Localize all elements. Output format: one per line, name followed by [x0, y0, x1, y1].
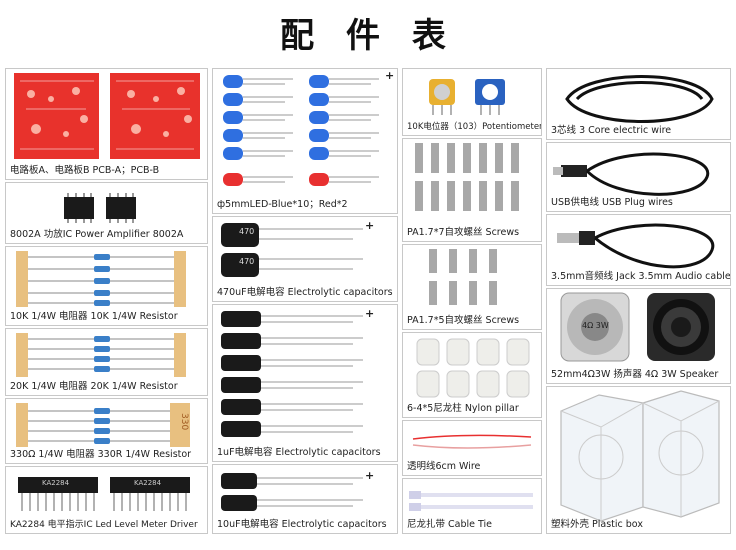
cap1-plus-sign: + — [365, 307, 375, 320]
resistor-20k-image — [16, 333, 186, 377]
led-caption: ф5mmLED-Blue*10；Red*2 — [217, 199, 348, 210]
cap-10uf-image — [221, 473, 363, 511]
screw5-caption: PA1.7*5自攻螺丝 Screws — [407, 315, 520, 326]
resistor-10k-image — [16, 251, 186, 307]
pcb-caption: 电路板A、电路板B PCB-A；PCB-B — [10, 165, 160, 176]
jack-caption: 3.5mm音频线 Jack 3.5mm Audio cable — [551, 271, 731, 282]
cell-cap1: + 1uF电解电容 Electrolytic capacitors — [212, 304, 398, 462]
cap1-caption: 1uF电解电容 Electrolytic capacitors — [217, 447, 381, 458]
led-image — [223, 75, 379, 186]
audio-jack-image — [557, 223, 715, 269]
cap-470uf-image — [221, 223, 363, 277]
cell-screw7: PA1.7*7自攻螺丝 Screws — [402, 138, 542, 242]
cell-r20k: 20K 1/4W 电阻器 20K 1/4W Resistor — [5, 328, 208, 396]
ka2284-caption: KA2284 电平指示IC Led Level Meter Driver — [10, 520, 198, 530]
cell-cap470: 470 470 + 470uF电解电容 Electrolytic capacit… — [212, 216, 398, 302]
wire-caption: 透明线6cm Wire — [407, 461, 481, 472]
cell-screw5: PA1.7*5自攻螺丝 Screws — [402, 244, 542, 330]
ka2284-ic-image — [18, 477, 190, 511]
cap470-caption: 470uF电解电容 Electrolytic capacitors — [217, 287, 393, 298]
resistor-330-image — [16, 403, 190, 447]
cell-tie: 尼龙扎带 Cable Tie — [402, 478, 542, 534]
tie-caption: 尼龙扎带 Cable Tie — [407, 519, 493, 530]
pot-caption: 10K电位器（103）Potentiometer — [407, 122, 542, 132]
screw-7mm-image — [415, 143, 519, 211]
cap470-mark-a: 470 — [239, 227, 255, 236]
cell-jack: 3.5mm音频线 Jack 3.5mm Audio cable — [546, 214, 731, 286]
cap10-plus-sign: + — [365, 469, 375, 482]
pcb-board-image — [14, 73, 200, 159]
speaker-image — [560, 292, 715, 362]
cell-pcb: 电路板A、电路板B PCB-A；PCB-B — [5, 68, 208, 180]
cell-pillar: 6-4*5尼龙柱 Nylon pillar — [402, 332, 542, 418]
r10k-caption: 10K 1/4W 电阻器 10K 1/4W Resistor — [10, 311, 178, 322]
three-core-wire-image — [565, 75, 714, 123]
r330-caption: 330Ω 1/4W 电阻器 330R 1/4W Resistor — [10, 449, 192, 460]
cell-wire3: 3芯线 3 Core electric wire — [546, 68, 731, 140]
screw-5mm-image — [429, 249, 497, 305]
wire3-caption: 3芯线 3 Core electric wire — [551, 125, 672, 136]
r330-tape-label: 330 — [179, 413, 189, 431]
box-caption: 塑料外壳 Plastic box — [551, 519, 643, 530]
ka2284-chip-label-b: KA2284 — [134, 479, 162, 487]
cell-cap10: + 10uF电解电容 Electrolytic capacitors — [212, 464, 398, 534]
amp-caption: 8002A 功放IC Power Amplifier 8002A — [10, 229, 184, 240]
cap10-caption: 10uF电解电容 Electrolytic capacitors — [217, 519, 387, 530]
cell-r10k: 10K 1/4W 电阻器 10K 1/4W Resistor — [5, 246, 208, 326]
amp-ic-image — [64, 193, 136, 223]
speaker-caption: 52mm4Ω3W 扬声器 4Ω 3W Speaker — [551, 369, 719, 380]
potentiometer-image — [429, 79, 505, 115]
usb-caption: USB供电线 USB Plug wires — [551, 197, 673, 208]
ka2284-chip-label-a: KA2284 — [42, 479, 70, 487]
speaker-mark: 4Ω 3W — [582, 321, 609, 330]
cell-pot: 10K电位器（103）Potentiometer — [402, 68, 542, 136]
cell-speaker: 4Ω 3W 52mm4Ω3W 扬声器 4Ω 3W Speaker — [546, 288, 731, 384]
nylon-pillar-image — [416, 338, 530, 398]
usb-wire-image — [553, 152, 710, 196]
cell-wire: 透明线6cm Wire — [402, 420, 542, 476]
cell-ka2284: KA2284 KA2284 KA2284 电平指示IC Led Level Me… — [5, 466, 208, 534]
plastic-box-image — [560, 390, 720, 522]
cap470-plus-sign: + — [365, 219, 375, 232]
cell-usb: USB供电线 USB Plug wires — [546, 142, 731, 212]
cable-tie-image — [409, 491, 533, 511]
led-plus-sign: + — [385, 69, 395, 82]
wire-image — [412, 434, 532, 449]
cell-amp: 8002A 功放IC Power Amplifier 8002A — [5, 182, 208, 244]
cell-led: + ф5mmLED-Blue*10；Red*2 — [212, 68, 398, 214]
pillar-caption: 6-4*5尼龙柱 Nylon pillar — [407, 403, 519, 414]
page-title: 配 件 表 — [280, 16, 456, 56]
r20k-caption: 20K 1/4W 电阻器 20K 1/4W Resistor — [10, 381, 178, 392]
screw7-caption: PA1.7*7自攻螺丝 Screws — [407, 227, 520, 238]
cell-r330: 330 330Ω 1/4W 电阻器 330R 1/4W Resistor — [5, 398, 208, 464]
cap-1uf-image — [221, 311, 363, 437]
cap470-mark-b: 470 — [239, 257, 255, 266]
cell-box: 塑料外壳 Plastic box — [546, 386, 731, 534]
